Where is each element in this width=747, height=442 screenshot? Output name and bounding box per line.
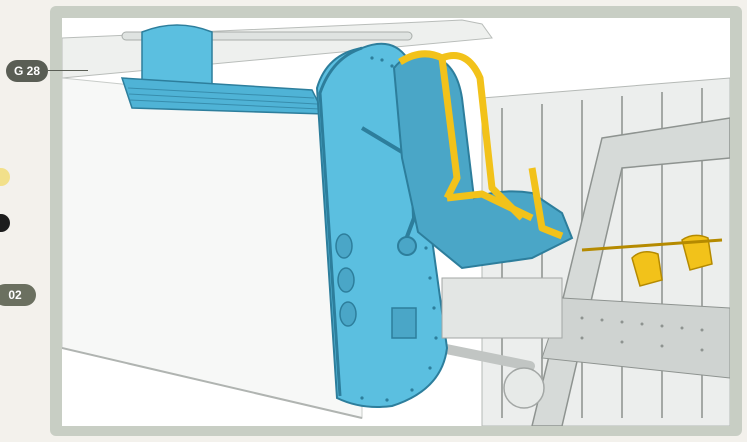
rod-end [503, 367, 545, 409]
fuselage-side [62, 77, 363, 419]
harness-strap-right [440, 52, 525, 221]
harness-lower-strap [528, 167, 564, 240]
bulkhead-edge [318, 46, 363, 397]
cockpit-cutaway-drawing [62, 19, 730, 426]
bulkhead-holes [335, 233, 357, 327]
callout-marker-yellow [0, 168, 10, 186]
fairing-deck-slats [127, 87, 321, 110]
callout-label-g28: G 28 [6, 60, 48, 82]
lower-tank [441, 277, 563, 339]
lever-pivot [397, 236, 417, 256]
fairing-deck [120, 77, 326, 115]
headrest-fairing [141, 24, 213, 89]
harness-lap-belt [446, 190, 534, 222]
callout-label-02: 02 [0, 284, 36, 306]
floor-rivets [580, 316, 704, 352]
rear-frame [531, 117, 730, 426]
bulkhead-plate [391, 307, 417, 339]
fuselage-lower-edge [62, 347, 363, 419]
rudder-bar [581, 238, 723, 252]
rudder-pedal-right [681, 234, 713, 271]
rudder-pedal-left [631, 251, 663, 287]
cockpit-illustration [62, 18, 730, 426]
callout-leader-line [48, 70, 88, 71]
callout-marker-black [0, 214, 10, 232]
